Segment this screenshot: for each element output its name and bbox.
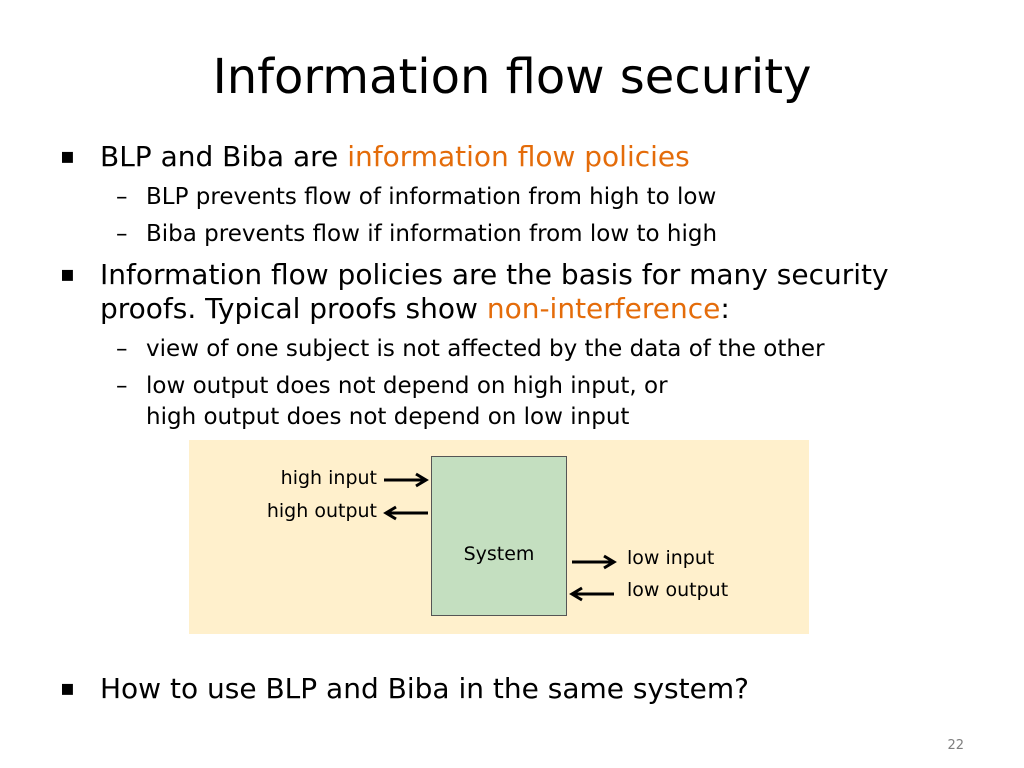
bullet-marker: ▪: [60, 144, 75, 169]
page-number: 22: [947, 738, 964, 753]
bullet-1-text: BLP and Biba are: [100, 140, 348, 173]
dash-marker: –: [116, 221, 128, 247]
sub-bullet-1-1-text: BLP prevents flow of information from hi…: [146, 184, 717, 210]
low-input-arrow-icon: [572, 554, 617, 570]
high-output-arrow-icon: [383, 505, 428, 521]
low-output-label: low output: [627, 579, 729, 601]
sub-bullet-1-2-text: Biba prevents flow if information from l…: [146, 221, 718, 247]
bullet-2-line-1: Information flow policies are the basis …: [100, 258, 889, 291]
dash-marker: –: [116, 184, 128, 210]
sub-bullet-1-2: – Biba prevents flow if information from…: [116, 219, 718, 249]
low-input-label: low input: [627, 547, 715, 569]
slide-title: Information flow security: [212, 49, 812, 105]
bullet-1: ▪ BLP and Biba are information flow poli…: [60, 140, 690, 174]
sub-bullet-2-1-text: view of one subject is not affected by t…: [146, 336, 825, 362]
bullet-1-highlight: information flow policies: [347, 140, 690, 173]
system-label: System: [463, 543, 535, 565]
bullet-marker: ▪: [60, 262, 75, 287]
bullet-2-line-2-text: proofs. Typical proofs show: [100, 292, 487, 325]
high-input-arrow-icon: [384, 472, 429, 488]
sub-bullet-1-1: – BLP prevents flow of information from …: [116, 182, 717, 212]
bullet-2-line-2: proofs. Typical proofs show non-interfer…: [100, 292, 889, 326]
bullet-2-highlight: non-interference: [486, 292, 721, 325]
sub-bullet-2-2: – low output does not depend on high inp…: [116, 371, 668, 433]
sub-bullet-2-1: – view of one subject is not affected by…: [116, 334, 825, 364]
bullet-3-text: How to use BLP and Biba in the same syst…: [100, 672, 749, 705]
bullet-2-line-2-end: :: [720, 292, 730, 325]
system-diagram: System high input high output low input …: [189, 440, 809, 634]
high-output-label: high output: [266, 500, 377, 522]
bullet-3: ▪ How to use BLP and Biba in the same sy…: [60, 672, 749, 706]
low-output-arrow-icon: [569, 586, 614, 602]
dash-marker: –: [116, 336, 128, 362]
sub-bullet-2-2-line-2: high output does not depend on low input: [146, 404, 630, 430]
sub-bullet-2-2-line-1: low output does not depend on high input…: [146, 373, 668, 399]
system-box: System: [431, 456, 567, 616]
bullet-marker: ▪: [60, 676, 75, 701]
dash-marker: –: [116, 373, 128, 399]
high-input-label: high input: [280, 467, 377, 489]
bullet-2: ▪ Information flow policies are the basi…: [60, 258, 889, 326]
